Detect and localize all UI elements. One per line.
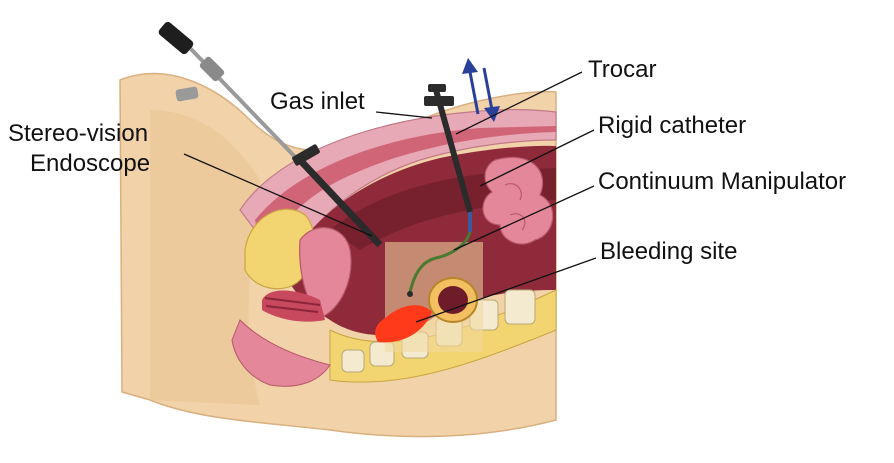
muscle-layer — [255, 126, 556, 255]
leader-continuum — [453, 185, 595, 251]
leader-bleeding — [415, 257, 597, 323]
leader-lines — [183, 71, 597, 323]
label-stereo-vision: Stereo-vision — [8, 120, 149, 147]
intestines — [482, 156, 554, 245]
insertion-arrows — [462, 58, 500, 122]
leader-rigid-catheter — [479, 129, 595, 187]
label-gas-inlet: Gas inlet — [270, 88, 365, 115]
leader-endoscope — [183, 153, 373, 237]
leader-trocar — [455, 71, 583, 135]
label-trocar: Trocar — [588, 56, 657, 83]
label-endoscope: Endoscope — [30, 150, 151, 177]
label-bleeding-site: Bleeding site — [600, 238, 738, 265]
vessel-lumen — [438, 286, 468, 314]
stereo-vision-endoscope — [158, 21, 383, 248]
pelvic-organs — [244, 208, 352, 322]
continuum-manipulator — [408, 231, 472, 293]
torso-shading — [150, 110, 260, 405]
bleeding-site — [375, 305, 432, 343]
trocar-catheter — [407, 84, 473, 297]
label-continuum-manipulator: Continuum Manipulator — [598, 168, 847, 195]
lower-pelvis — [231, 319, 331, 387]
label-rigid-catheter: Rigid catheter — [598, 112, 747, 139]
leader-gas-inlet — [375, 111, 433, 119]
